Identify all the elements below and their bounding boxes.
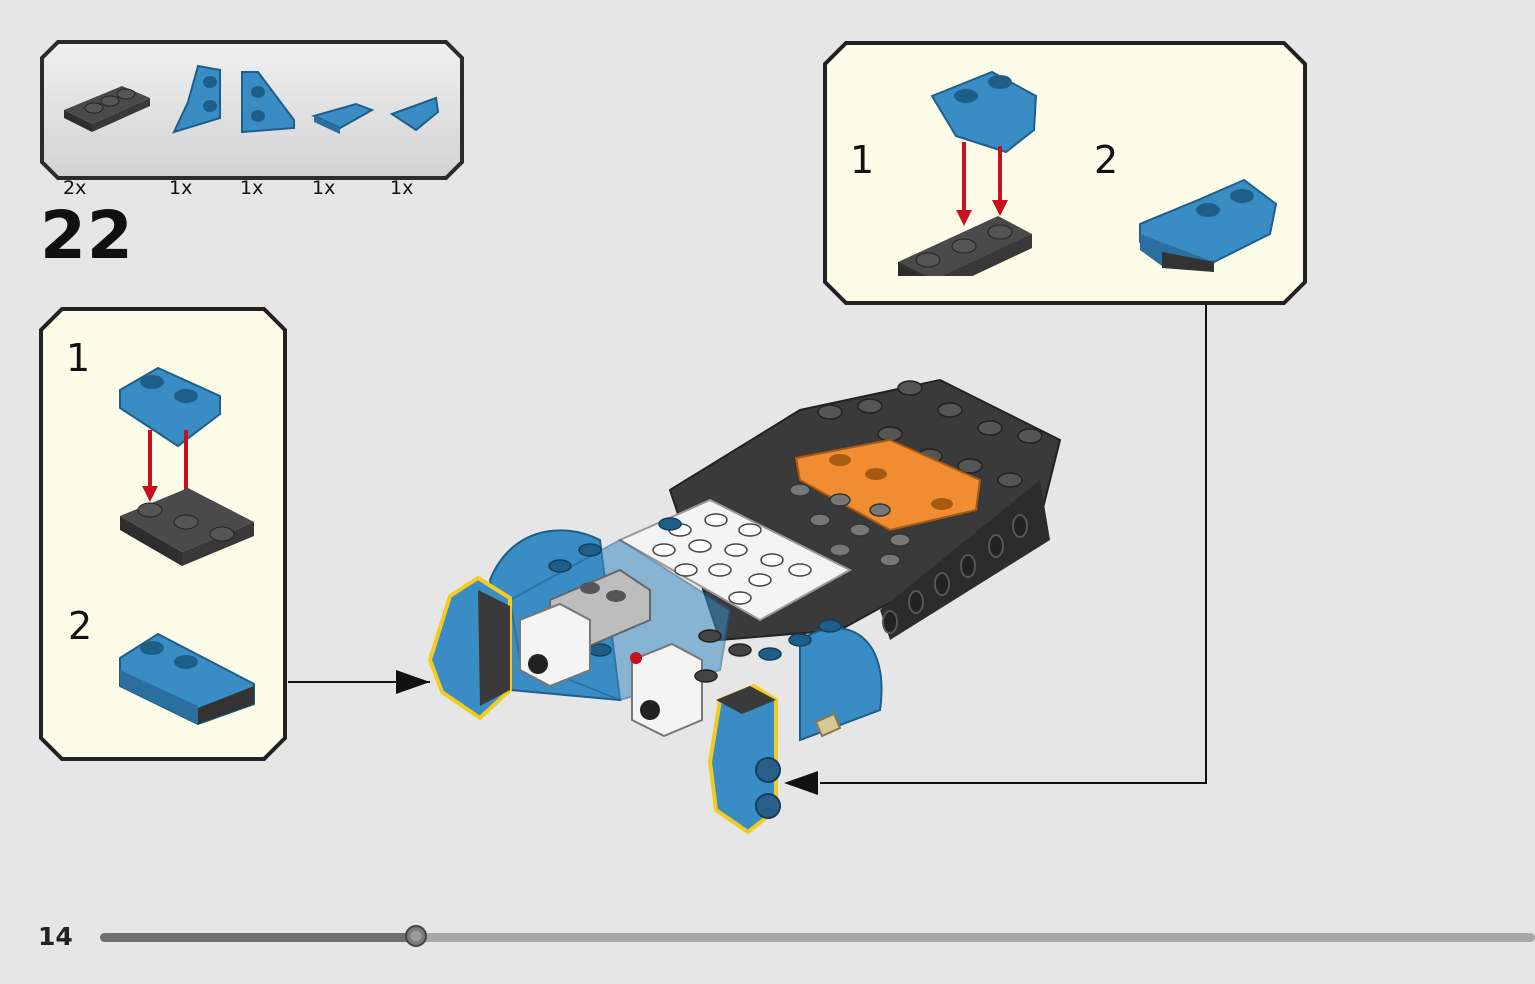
part-quantity-1: 2x: [63, 177, 87, 199]
wedge-plate-left-icon: [172, 64, 221, 134]
progress-bar-track[interactable]: [100, 933, 1535, 942]
chassis-assembly-icon: [427, 378, 1062, 835]
part-quantity-2: 1x: [169, 177, 193, 199]
plate-1x3-icon: [64, 86, 150, 132]
wedge-slope-icon: [311, 102, 375, 134]
sub-assembly-callout-left: 1 2: [38, 306, 288, 762]
sub-assembly-callout-right: 1 2: [822, 40, 1308, 306]
wedge-plate-right-icon: [241, 71, 295, 134]
sub-step-1-number: 1: [850, 138, 875, 182]
sub-step-2-illustration: [119, 632, 255, 726]
sub-step-1-illustration: [119, 366, 254, 566]
step-number: 22: [40, 197, 134, 274]
sub-step-2-illustration: [1139, 178, 1278, 272]
right-callout-arrow: [820, 305, 1207, 784]
progress-bar-fill: [100, 933, 416, 942]
page-number: 14: [38, 922, 73, 951]
progress-bar-knob[interactable]: [405, 925, 427, 947]
sub-step-2-number: 2: [1094, 138, 1119, 182]
parts-list-box: 2x 1x 1x 1x 1x: [40, 40, 464, 199]
part-quantity-3: 1x: [240, 177, 264, 199]
part-quantity-5: 1x: [390, 177, 414, 199]
part-quantity-4: 1x: [312, 177, 336, 199]
wedge-slope-small-icon: [389, 96, 440, 132]
sub-step-1-illustration: [898, 70, 1038, 276]
sub-step-1-number: 1: [66, 336, 91, 380]
sub-step-2-number: 2: [68, 604, 93, 648]
